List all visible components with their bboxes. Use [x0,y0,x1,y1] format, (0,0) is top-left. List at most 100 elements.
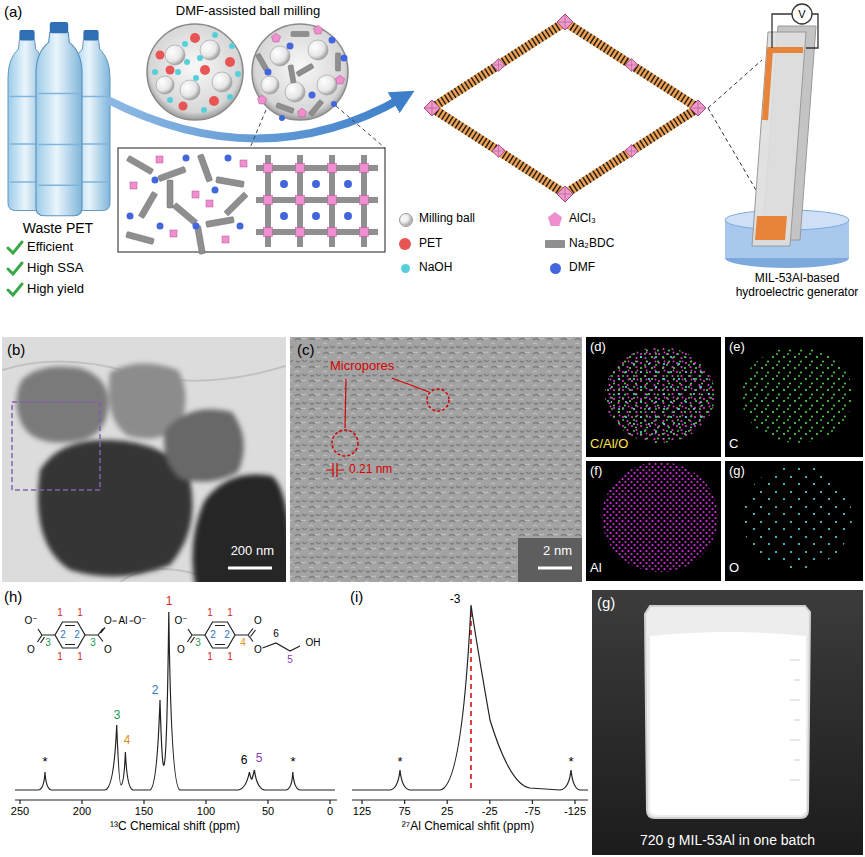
figure-label: 1 [57,651,63,663]
figure-label: 1 [166,595,173,609]
legend-swatch [401,264,410,273]
c13-nmr-spectrum [15,612,337,804]
figure-label: MIL-53Al-based hydroelectric generator [733,272,861,300]
eds-maps [586,337,863,581]
legend-swatch [399,238,411,250]
figure-label: 2 [60,629,66,641]
panel-label: (b) [7,341,25,358]
figure-label: (h) [4,588,22,605]
legend-swatch [550,263,561,274]
figure-label: 1 [207,607,213,619]
figure-label: O⁻ [174,615,187,627]
al27-nmr-spectrum [352,605,588,804]
figure-label: 25 [441,805,453,818]
panel-text: 2 nm [543,544,572,559]
figure-label: * [568,755,573,770]
figure-label: 125 [353,805,371,818]
legend-text: NaOH [419,261,452,275]
figure-label: 1 [77,607,83,619]
panel-text: C/Al/O [590,437,628,452]
figure-label: ¹³C Chemical shift (ppm) [110,820,240,834]
figure-label: -125 [564,805,586,818]
panel-text: O [729,561,739,576]
figure-label: Efficient [27,240,73,255]
figure-label: 5 [287,654,293,666]
image-panel: (g) 720 g MIL-53Al in one batch [592,590,863,855]
legend-text: Na₂BDC [569,237,614,251]
figure-label: DMF-assisted ball milling [176,4,320,19]
figure-label: 6 [273,628,279,640]
panel-text: 0.21 nm [347,463,394,477]
figure-label: O [104,644,112,656]
figure-label: 2 [224,629,230,641]
legend-text: AlCl₃ [569,212,596,226]
legend-swatch [399,213,413,227]
legend-text: DMF [569,261,595,275]
panel-label: (c) [295,341,317,358]
process-arrow [108,98,402,139]
figure-label: 250 [11,805,29,818]
milling-jar-after [252,24,348,121]
figure-label: O [27,644,35,656]
figure-label: 0 [327,805,333,818]
figure-label: 4 [124,734,131,748]
figure-label: O [254,615,262,627]
figure-label: Waste PET [23,220,93,236]
figure-label: * [290,755,295,770]
panel-label: (d) [590,340,606,355]
image-panel: (g) O [725,461,863,581]
image-panel: (b) 200 nm [2,337,286,582]
figure-label: -75 [524,805,540,818]
hydroelectric-generator [725,4,849,268]
figure-label: 1 [207,651,213,663]
legend-text: Milling ball [419,212,475,226]
legend-text: PET [419,237,442,251]
figure-label: 1 [227,607,233,619]
figure-label: 1 [227,651,233,663]
figure-label: 1 [77,651,83,663]
figure-label: 150 [135,805,153,818]
tem-image [2,337,286,582]
milling-jar-before [147,24,243,120]
check-marks [8,242,22,295]
panel-text: Micropores [328,359,396,374]
figure-label: O [104,615,112,627]
figure-label: -25 [482,805,498,818]
panel-label: (e) [729,340,745,355]
figure-label: 2 [152,684,159,698]
figure-label: V [798,8,805,21]
inset-structure [118,148,385,254]
figure-label: 3 [45,637,51,649]
image-panel: (d) C/Al/O [586,337,721,457]
figure-label: 5 [256,752,263,766]
figure-label: 3 [114,709,121,723]
zoom-lines [708,60,762,190]
image-panel: (f)Al [586,461,721,581]
figure-label: O [177,644,185,656]
figure-label: Al [119,615,128,627]
figure-label: 200 [73,805,91,818]
figure-label: * [42,755,47,770]
figure-label: (a) [4,3,22,20]
figure-label: O⁻ [24,615,37,627]
figure-label: ²⁷Al Chemical shfit (ppm) [402,820,534,834]
panel-text: Al [590,561,602,576]
figure-label: High yield [27,282,84,297]
image-panel: (c) Micropores 0.21 nm 2 nm [290,337,582,582]
figure-label: OH [306,637,321,649]
panel-text: 720 g MIL-53Al in one batch [640,832,815,848]
figure-label: (i) [350,588,363,605]
panel-text: C [729,437,738,452]
image-panel: (e) C [725,337,863,457]
panel-label: (g) [729,464,745,479]
figure-label: High SSA [27,261,83,276]
mof-framework [424,14,706,202]
figure-label: 4 [240,637,246,649]
figure-label: 1 [57,607,63,619]
zoom-lines [250,106,385,148]
panel-text: 200 nm [231,544,274,559]
panel-label: (g) [597,594,615,611]
pet-bottles [8,22,110,216]
figure-label: * [397,755,402,770]
